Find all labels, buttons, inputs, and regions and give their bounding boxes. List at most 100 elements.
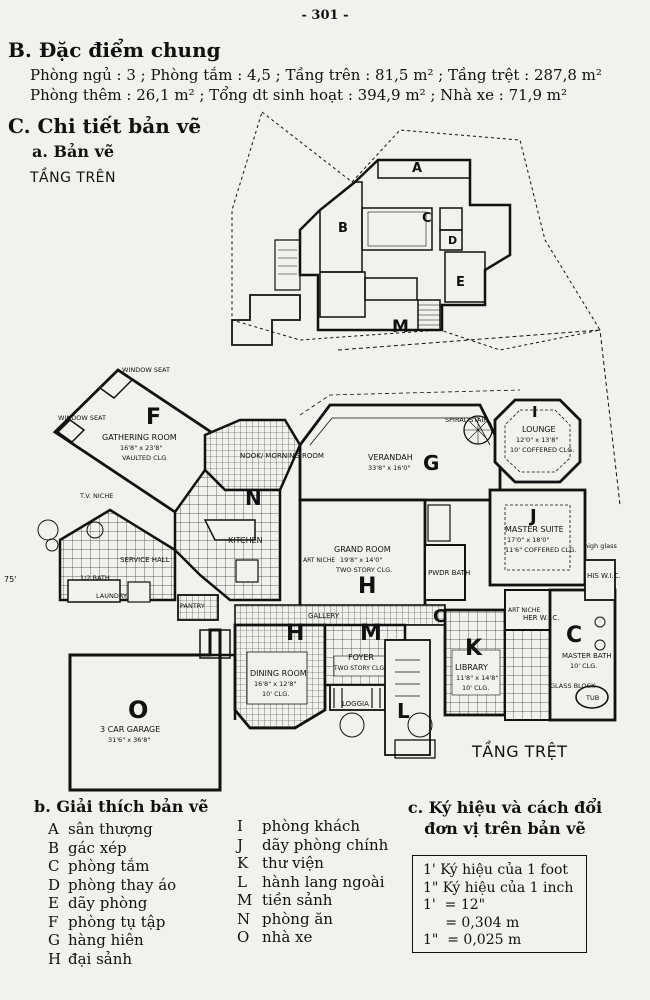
ground-label-C2: C [566, 623, 582, 648]
foyer-label: FOYER [348, 653, 374, 662]
library-clg: 10' CLG. [462, 684, 489, 692]
legend-key: O [237, 928, 250, 946]
ground-label-K: K [465, 636, 483, 661]
ground-label-I: I [532, 403, 538, 421]
foyer-clg: TWO STORY CLG. [333, 665, 386, 672]
legend-text: phòng thay áo [68, 875, 177, 894]
laundry-label: LAUNDRY [96, 592, 127, 600]
units-line: 1' Ký hiệu của 1 foot [423, 862, 569, 878]
master-bath-label: MASTER BATH [562, 652, 612, 660]
ground-floor-caption: TẦNG TRỆT [472, 742, 568, 761]
legend-key: L [237, 872, 247, 891]
window-seat-label-2: WINDOW SEAT [58, 414, 106, 422]
gathering-room-dim: 16'8" x 23'8" [120, 444, 162, 452]
ground-label-H2: H [286, 621, 304, 646]
legend-text: sân thượng [68, 820, 153, 838]
upper-floor-caption: TẦNG TRÊN [30, 170, 116, 186]
legend-text: tiền sảnh [262, 891, 333, 909]
dining-room-clg: 10' CLG. [262, 690, 289, 698]
units-line: 1' = 12" [423, 897, 486, 913]
lounge-label: LOUNGE [522, 425, 556, 434]
master-suite-label: MASTER SUITE [505, 525, 564, 534]
art-niche-label: ART NICHE [303, 557, 335, 564]
legend-text: nhà xe [262, 928, 313, 946]
info-line-1: Phòng ngủ : 3 ; Phòng tắm : 4,5 ; Tầng t… [30, 66, 602, 84]
tv-niche-label: T.V. NICHE [79, 492, 113, 500]
master-suite-clg: 11'6" COFFERED CLG. [505, 546, 576, 554]
subsection-a-title: a. Bản vẽ [32, 142, 115, 161]
ground-label-G: G [423, 451, 439, 475]
legend-text: đại sảnh [68, 949, 133, 968]
upper-label-D: D [448, 234, 457, 247]
legend-key: J [237, 835, 244, 854]
ground-label-L: L [397, 699, 410, 723]
upper-label-B: B [338, 221, 348, 236]
dining-room-label: DINING ROOM [250, 669, 307, 678]
his-wic-label: HIS W.I.C. [587, 572, 621, 580]
grand-room-label: GRAND ROOM [334, 545, 391, 554]
legend-key: B [48, 838, 60, 857]
legend-key: M [237, 891, 253, 909]
glass-block-label: GLASS BLOCK [550, 682, 596, 690]
spiral-stair-label: SPIRAL STAIR [445, 416, 488, 424]
upper-label-E: E [456, 275, 465, 290]
units-line: 1" = 0,025 m [423, 932, 522, 948]
kitchen-label: KITCHEN [228, 536, 263, 545]
units-box: 1' Ký hiệu của 1 foot 1" Ký hiệu của 1 i… [412, 855, 587, 953]
legend-text: thư viện [262, 854, 324, 872]
legend-key: E [48, 894, 59, 912]
high-glass-label: high glass [584, 542, 618, 550]
grand-room-clg: TWO STORY CLG. [335, 566, 392, 574]
legend-text: phòng khách [262, 817, 361, 835]
upper-label-A: A [412, 161, 422, 176]
ground-label-M: M [360, 621, 382, 646]
gathering-room-label: GATHERING ROOM [102, 433, 177, 442]
legend-text: hành lang ngoài [262, 872, 385, 891]
loggia-label: LOGGIA [342, 700, 369, 708]
units-title: c. Ký hiệu và cách đổi đơn vị trên bản v… [407, 798, 603, 838]
legend-key: I [237, 817, 243, 835]
ground-label-F: F [146, 405, 161, 430]
ground-label-C1: C [433, 606, 446, 627]
units-line: 1" Ký hiệu của 1 inch [423, 879, 574, 896]
legend-text: phòng tắm [68, 857, 150, 875]
master-bath-clg: 10' CLG. [570, 662, 597, 670]
ground-label-O: O [128, 696, 148, 724]
legend-key: K [237, 854, 249, 872]
lounge-dim: 12'0" x 13'8" [516, 436, 558, 444]
section-c-title: C. Chi tiết bản vẽ [8, 114, 202, 138]
pwdr-bath-label: PWDR BATH [428, 569, 470, 577]
ground-label-N: N [245, 486, 262, 510]
legend-text: dãy phòng [68, 894, 148, 912]
upper-label-C: C [422, 211, 432, 226]
lounge-clg: 10' COFFERED CLG. [510, 446, 574, 454]
legend-text: phòng ăn [262, 909, 333, 928]
verandah-label: VERANDAH [368, 453, 413, 462]
service-hall-label: SERVICE HALL [120, 556, 170, 564]
legend-title: b. Giải thích bản vẽ [34, 797, 209, 816]
side-dimension-mark: 75' [4, 575, 16, 584]
page-number: - 301 - [301, 8, 349, 23]
verandah-dim: 33'8" x 16'0" [368, 464, 410, 472]
ground-label-H1: H [358, 574, 376, 599]
legend-text: dãy phòng chính [262, 835, 389, 854]
legend-key: G [48, 931, 60, 949]
tub-label: TUB [585, 694, 599, 702]
pantry-label: PANTRY [180, 602, 205, 610]
legend-key: A [48, 820, 59, 838]
garage-dim: 31'6" x 36'8" [108, 736, 150, 744]
legend-key: F [48, 912, 59, 931]
section-b-title: B. Đặc điểm chung [8, 38, 221, 62]
